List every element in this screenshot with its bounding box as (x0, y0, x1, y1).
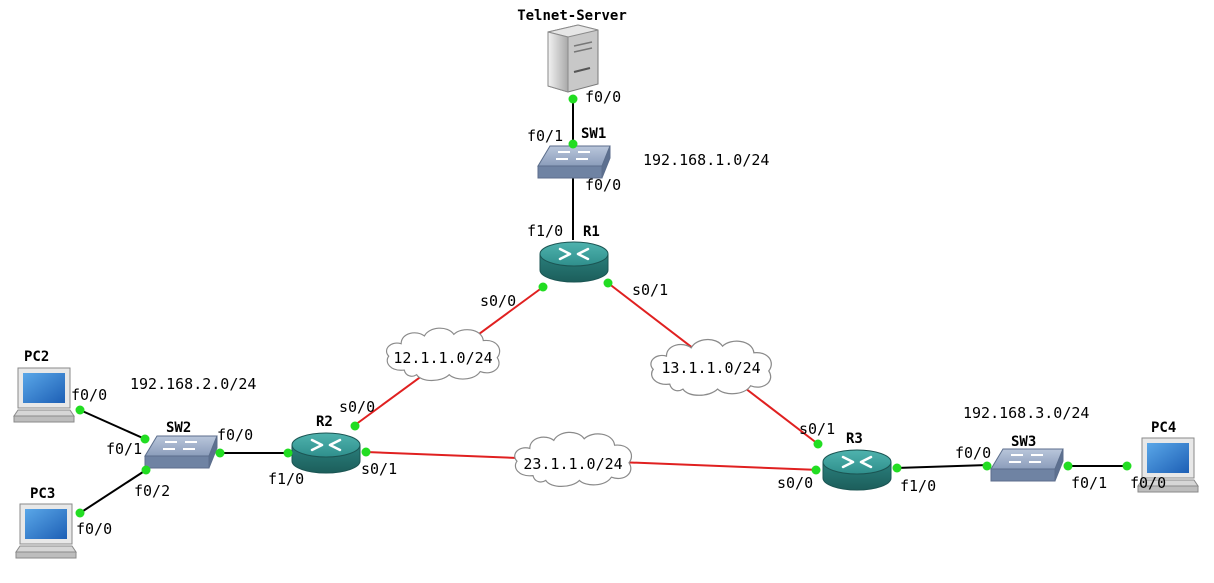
device-label-r1: R1 (583, 224, 600, 240)
port-label-r2-s00: s0/0 (339, 398, 375, 416)
device-sw3[interactable]: SW3 (990, 434, 1064, 482)
device-label-pc2: PC2 (24, 349, 49, 365)
cloud-wan23: 23.1.1.0/24 (513, 431, 633, 488)
pc-icon (13, 367, 75, 423)
port-label-r1-s01: s0/1 (632, 281, 668, 299)
link-pc3-sw2[interactable] (79, 469, 147, 514)
port-label-sw2-f02: f0/2 (134, 482, 170, 500)
port-label-r1-f10: f1/0 (527, 222, 563, 240)
device-label-sw2: SW2 (166, 420, 191, 436)
device-label-server: Telnet-Server (517, 8, 627, 24)
server-icon (547, 24, 599, 93)
port-label-r3-s00: s0/0 (777, 474, 813, 492)
device-label-sw1: SW1 (581, 126, 606, 142)
device-pc2[interactable]: PC2 (13, 349, 75, 423)
port-dot-r3-s00 (811, 465, 821, 475)
lan-labels: 192.168.1.0/24 192.168.2.0/24 192.168.3.… (130, 151, 1089, 422)
port-dot-r1-s01 (603, 278, 613, 288)
port-label-sw3-f01: f0/1 (1071, 474, 1107, 492)
device-r2[interactable]: R2 (291, 414, 361, 474)
port-dot-sw3-f00 (982, 461, 992, 471)
port-label-sw1-f00: f0/0 (585, 176, 621, 194)
port-dot-server-f00 (568, 94, 578, 104)
switch-icon (144, 435, 218, 469)
pc-icon (15, 503, 77, 559)
device-label-pc3: PC3 (30, 486, 55, 502)
link-pc2-sw2[interactable] (79, 409, 146, 440)
device-pc4[interactable]: PC4 (1137, 420, 1199, 493)
port-dot-r1-s00 (538, 282, 548, 292)
port-dot-r2-f10 (283, 448, 293, 458)
network-label-lan3: 192.168.3.0/24 (963, 404, 1089, 422)
device-label-sw3: SW3 (1011, 434, 1036, 450)
device-label-pc4: PC4 (1151, 420, 1176, 436)
port-dot-r3-s01 (813, 439, 823, 449)
link-r3-sw3[interactable] (895, 464, 989, 469)
port-label-r3-f10: f1/0 (900, 477, 936, 495)
device-pc3[interactable]: PC3 (15, 486, 77, 559)
device-telnet-server[interactable]: Telnet-Server (517, 8, 627, 93)
device-r3[interactable]: R3 (822, 431, 892, 491)
port-dot-pc4-f00 (1122, 461, 1132, 471)
port-dot-pc3-f00 (75, 508, 85, 518)
network-label-wan12: 12.1.1.0/24 (393, 349, 492, 367)
device-r1[interactable]: R1 (539, 224, 609, 283)
router-icon (539, 241, 609, 283)
port-dot-sw2-f02 (141, 465, 151, 475)
device-label-r2: R2 (316, 414, 333, 430)
port-dot-r2-s01 (361, 447, 371, 457)
network-label-lan2: 192.168.2.0/24 (130, 375, 256, 393)
port-status-dots (75, 94, 1132, 518)
port-label-sw3-f00: f0/0 (955, 444, 991, 462)
device-label-r3: R3 (846, 431, 863, 447)
cloud-wan12: 12.1.1.0/24 (385, 327, 501, 382)
port-label-r2-f10: f1/0 (268, 470, 304, 488)
network-label-wan23: 23.1.1.0/24 (523, 455, 622, 473)
port-label-server-f00: f0/0 (585, 88, 621, 106)
port-label-r2-s01: s0/1 (361, 460, 397, 478)
port-label-r3-s01: s0/1 (799, 420, 835, 438)
port-label-pc3-f00: f0/0 (76, 520, 112, 538)
network-label-wan13: 13.1.1.0/24 (661, 359, 760, 377)
port-dot-sw3-f01 (1063, 461, 1073, 471)
port-dot-r2-s00 (350, 421, 360, 431)
port-label-sw2-f01: f0/1 (106, 440, 142, 458)
router-icon (822, 449, 892, 491)
switch-icon (537, 145, 611, 179)
port-label-r1-s00: s0/0 (480, 292, 516, 310)
port-label-pc4-f00: f0/0 (1130, 474, 1166, 492)
port-dot-r3-f10 (892, 463, 902, 473)
port-dot-sw1-f01 (568, 139, 578, 149)
port-label-sw1-f01: f0/1 (527, 127, 563, 145)
port-label-sw2-f00: f0/0 (217, 426, 253, 444)
device-sw2[interactable]: SW2 (144, 420, 218, 469)
port-dot-sw2-f00 (215, 448, 225, 458)
port-labels: f0/0 f0/1 f0/0 f1/0 s0/0 s0/1 s0/0 s0/1 … (71, 88, 1166, 538)
port-dot-pc2-f00 (75, 405, 85, 415)
device-sw1[interactable]: SW1 (537, 126, 611, 179)
network-label-lan1: 192.168.1.0/24 (643, 151, 769, 169)
port-dot-sw2-f01 (140, 434, 150, 444)
cloud-wan13: 13.1.1.0/24 (650, 338, 773, 397)
router-icon (291, 432, 361, 474)
pc-icon (1137, 437, 1199, 493)
port-label-pc2-f00: f0/0 (71, 386, 107, 404)
switch-icon (990, 448, 1064, 482)
